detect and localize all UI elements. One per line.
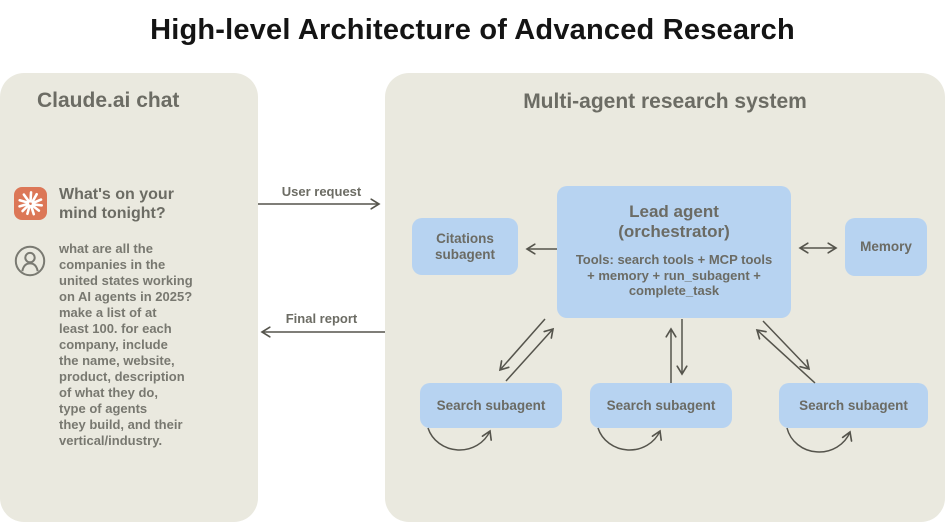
page-title: High-level Architecture of Advanced Rese… bbox=[150, 14, 795, 46]
chat-panel-title: Claude.ai chat bbox=[37, 89, 180, 112]
claude-logo-tile bbox=[14, 187, 47, 220]
memory-label: Memory bbox=[860, 239, 912, 254]
memory-node: Memory bbox=[845, 218, 927, 276]
search-subagent-node-1: Search subagent bbox=[420, 383, 562, 428]
user-avatar-icon bbox=[14, 245, 46, 277]
search-subagent-label: Search subagent bbox=[799, 397, 908, 413]
search-subagent-node-2: Search subagent bbox=[590, 383, 732, 428]
search-subagent-label: Search subagent bbox=[606, 397, 716, 413]
user-message: what are all the companies in the united… bbox=[59, 241, 193, 448]
lead-agent-title: Lead agent (orchestrator) bbox=[618, 202, 730, 241]
search-subagent-node-3: Search subagent bbox=[779, 383, 928, 428]
chat-panel: Claude.ai chat What's on your mi bbox=[0, 73, 258, 522]
citations-subagent-node: Citations subagent bbox=[412, 218, 518, 275]
user-request-label: User request bbox=[281, 184, 362, 199]
research-panel-title: Multi-agent research system bbox=[523, 90, 807, 113]
lead-agent-tools: Tools: search tools + MCP tools + memory… bbox=[575, 252, 773, 298]
lead-agent-node: Lead agent (orchestrator) Tools: search … bbox=[557, 186, 791, 318]
citations-subagent-label: Citations subagent bbox=[434, 230, 495, 262]
prompt-text: What's on your mind tonight? bbox=[59, 186, 174, 222]
final-report-label: Final report bbox=[285, 311, 358, 326]
claude-sunburst-icon bbox=[18, 191, 43, 216]
search-subagent-label: Search subagent bbox=[436, 397, 546, 413]
